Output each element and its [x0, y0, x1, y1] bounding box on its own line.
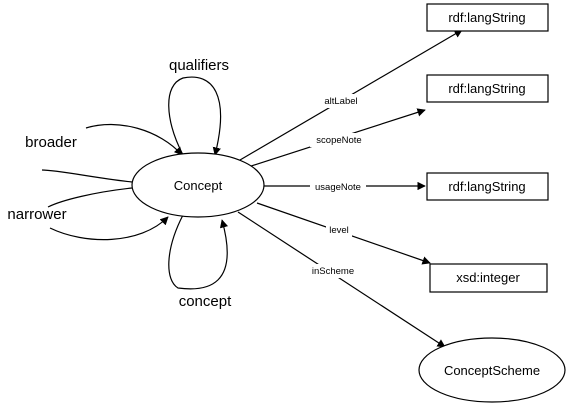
usage-note-edge-label: usageNote	[315, 182, 361, 193]
broader-loop-edge	[41, 123, 182, 183]
alt-label-range-label: rdf:langString	[448, 10, 525, 25]
concept-scheme-node-label: ConceptScheme	[444, 363, 540, 378]
level-range-label: xsd:integer	[456, 270, 520, 285]
qualifiers-loop-edge	[168, 76, 222, 156]
in-scheme-edge	[237, 211, 446, 348]
in-scheme-edge-label: inScheme	[312, 266, 354, 277]
alt-label-edge-label: altLabel	[324, 96, 357, 107]
level-edge-label: level	[329, 225, 349, 236]
usage-note-range-label: rdf:langString	[448, 179, 525, 194]
scope-note-range-label: rdf:langString	[448, 81, 525, 96]
scope-note-range-node: rdf:langString	[426, 74, 549, 103]
alt-label-range-node: rdf:langString	[426, 3, 549, 32]
usage-note-range-node: rdf:langString	[426, 172, 549, 201]
concept-scheme-node: ConceptScheme	[418, 337, 566, 403]
concept-loop-label: concept	[179, 293, 232, 310]
level-range-node: xsd:integer	[429, 263, 548, 293]
concept-node: Concept	[131, 152, 265, 218]
scope-note-edge-label: scopeNote	[316, 135, 361, 146]
broader-label: broader	[25, 134, 77, 151]
concept-node-label: Concept	[174, 178, 223, 193]
narrower-loop-edge	[47, 187, 168, 241]
concept-loop-edge	[168, 214, 229, 290]
narrower-label: narrower	[7, 206, 66, 223]
qualifiers-label: qualifiers	[169, 57, 229, 74]
